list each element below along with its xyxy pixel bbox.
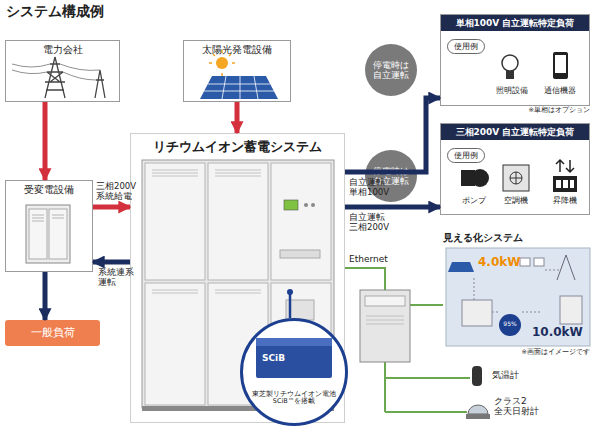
- node-label: 一般負荷: [5, 320, 100, 346]
- screen-value: 95%: [499, 321, 521, 328]
- node-label: 使用例: [454, 151, 478, 160]
- icon-caption: 昇降機: [547, 196, 583, 205]
- note: ※単相はオプション: [500, 107, 590, 114]
- battery-top: [256, 338, 332, 346]
- monitor-panel: 見える化システム: [443, 232, 590, 348]
- node-label: 見える化システム: [443, 232, 590, 244]
- node-label: 停電時は 自立運転: [369, 60, 413, 81]
- connector-arrow: [43, 272, 48, 320]
- battery-module: [256, 338, 332, 378]
- connector-arrow: [289, 292, 292, 318]
- node-label: 受変電設備: [6, 184, 92, 196]
- connector-arrow: [235, 102, 240, 133]
- equipment-box: 受変電設備: [5, 180, 93, 272]
- connector-arrow: [93, 205, 130, 210]
- connector-arrow: [345, 98, 440, 172]
- power-tower: [12, 57, 105, 98]
- status-circle: 停電時は 自立運転: [365, 150, 417, 202]
- load-panel: 三相200V 自立運転特定負荷使用例: [440, 123, 590, 215]
- solar-panel: [200, 50, 278, 99]
- source-box: 太陽光発電設備: [183, 40, 291, 102]
- node-label: 単相100V 自立運転特定負荷: [441, 15, 589, 31]
- callout-circle: 東芝製リチウムイオン電池 SCiB™を搭載: [240, 318, 348, 426]
- icon-caption: 空調機: [498, 196, 534, 205]
- diagram-title: システム構成例: [6, 3, 104, 21]
- screen-image: [446, 248, 590, 346]
- icon-caption: ポンプ: [456, 196, 492, 205]
- example-pill: 使用例: [447, 39, 485, 54]
- node-label: 東芝製リチウムイオン電池 SCiB™を搭載: [249, 391, 339, 406]
- screen-value: 10.0kW: [532, 326, 583, 340]
- edge-label: 系統連系 運転: [98, 268, 134, 288]
- node-label: 三相200V 自立運転特定負荷: [441, 124, 589, 140]
- substation-cabinet: [26, 205, 70, 263]
- status-circle: 停電時は 自立運転: [365, 44, 417, 96]
- screen-value: 4.0kW: [478, 256, 520, 270]
- load-icons: [461, 52, 577, 192]
- edge-label: 自立運転 三相200V: [349, 213, 393, 233]
- node-label: 使用例: [454, 42, 478, 51]
- example-pill: 使用例: [447, 148, 485, 163]
- node-label: 太陽光発電設備: [184, 44, 290, 56]
- load-panel: 単相100V 自立運転特定負荷使用例: [440, 14, 590, 106]
- note: ※画面はイメージです: [500, 349, 590, 356]
- icon-caption: 通信機器: [540, 86, 580, 95]
- icon-caption: 照明設備: [492, 86, 532, 95]
- edge-label: 三相200V 系統給電: [96, 182, 132, 202]
- network: [345, 268, 490, 419]
- connector-arrow: [93, 260, 130, 265]
- node-label: 電力会社: [6, 44, 119, 56]
- load-box: 一般負荷: [5, 320, 100, 346]
- connector-arrow: [345, 205, 440, 210]
- pointer-dot: [287, 289, 293, 295]
- source-box: 電力会社: [5, 40, 120, 102]
- connector-arrow: [43, 102, 48, 180]
- node-label: リチウムイオン蓄電システム: [131, 140, 344, 155]
- sensor-label: 気温計: [492, 370, 519, 380]
- sensor-label: クラス2 全天日射計: [494, 396, 546, 417]
- node-label: 停電時は 自立運転: [369, 166, 413, 187]
- network-label: Ethernet: [349, 254, 388, 264]
